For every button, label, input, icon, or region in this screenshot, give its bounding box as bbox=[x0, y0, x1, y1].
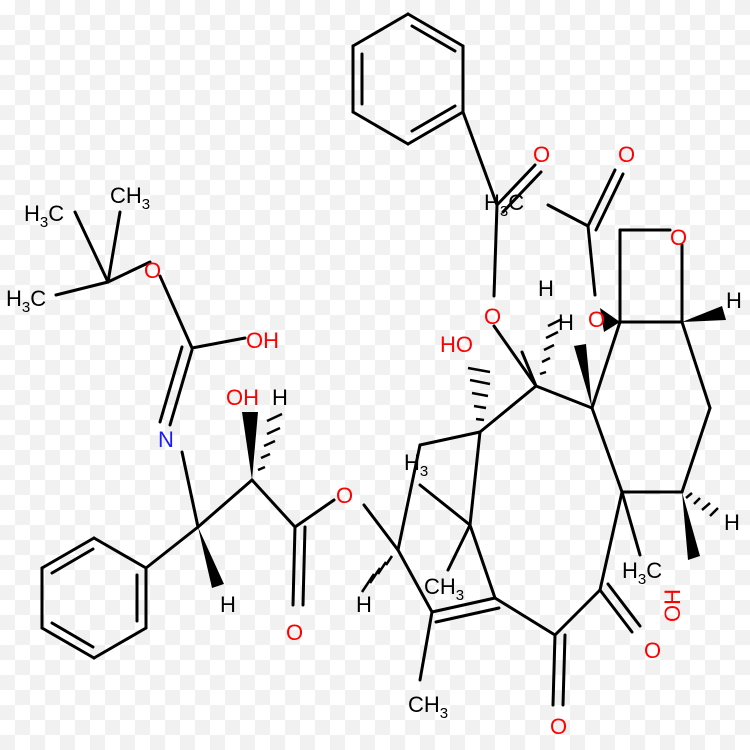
bond-acetate-co-b bbox=[594, 172, 625, 232]
label-o-ester-link: O bbox=[336, 483, 353, 508]
label-n: N bbox=[158, 427, 174, 452]
bond-c9-c8 bbox=[598, 490, 624, 592]
label-o-acetate-ester: O bbox=[588, 307, 605, 332]
label-o-oxetane: O bbox=[670, 225, 687, 250]
label-h-c7: H bbox=[724, 510, 740, 535]
stereo-hashes bbox=[257, 317, 719, 593]
phenyl-ring-top bbox=[351, 12, 465, 146]
label-o-benzoate-carbonyl: O bbox=[533, 142, 550, 167]
bond-o-carbonyl bbox=[293, 498, 336, 529]
bond-c12-c11-b bbox=[434, 606, 501, 624]
bond-c15-ch3b bbox=[446, 523, 472, 572]
bond-c13-c12 bbox=[396, 548, 434, 614]
stereo-wedges bbox=[198, 306, 726, 588]
label-h-c2a: H bbox=[538, 276, 554, 301]
bond-c2p-c1p bbox=[250, 478, 297, 529]
bond-c6-c7 bbox=[680, 406, 712, 494]
bond-c2-c1 bbox=[478, 384, 538, 434]
label-ch3-c18: CH3 bbox=[408, 692, 448, 722]
label-h-side-top: H bbox=[272, 385, 288, 410]
label-h-c2b: H bbox=[558, 310, 574, 335]
bond-o-tbu bbox=[106, 260, 152, 284]
bond-c12-c11-a bbox=[430, 596, 497, 614]
bond-phenyl-carbonyl bbox=[461, 110, 499, 207]
label-o-boc-ester: O bbox=[144, 258, 161, 283]
label-o-benzoate: O bbox=[484, 304, 501, 329]
label-h-side-bottom: H bbox=[220, 592, 236, 617]
bond-c11-c10 bbox=[493, 596, 557, 637]
bond-o-c2 bbox=[492, 324, 538, 388]
bond-c10-c9 bbox=[553, 588, 602, 637]
wedge-c4-o bbox=[600, 308, 620, 332]
label-h3c-a: H3C bbox=[24, 201, 64, 231]
label-oh-side: OH bbox=[226, 385, 259, 410]
bond-benzoate-co-b bbox=[501, 170, 543, 214]
label-o-c9: O bbox=[644, 638, 661, 663]
label-oh-c7: OH bbox=[660, 589, 685, 622]
wedge-c3p-h bbox=[198, 527, 224, 588]
wedge-c2p-oh bbox=[242, 412, 258, 480]
label-o-c10: O bbox=[550, 714, 567, 739]
bond-c1-c14 bbox=[418, 430, 482, 447]
bond-c-oh bbox=[190, 336, 247, 350]
bond-tbu-ch3c bbox=[106, 210, 122, 284]
bond-c10-o-b bbox=[561, 633, 567, 707]
phenyl-ring-bottom bbox=[40, 536, 148, 660]
bond-n-c-a bbox=[168, 348, 194, 427]
bond-n-c-b bbox=[158, 345, 184, 424]
bond-benzoate-o bbox=[492, 203, 499, 298]
bond-c9-o-b bbox=[606, 582, 642, 628]
bond-c-o bbox=[158, 274, 194, 350]
label-o-carbonyl-link: O bbox=[286, 620, 303, 645]
bond-tbu-ch3a bbox=[54, 280, 110, 297]
bond-c1-oh bbox=[520, 350, 538, 388]
bond-acetate-o bbox=[586, 224, 597, 297]
bond-co-b bbox=[301, 525, 307, 607]
label-h-c13: H bbox=[356, 592, 372, 617]
bond-benzoate-co-a bbox=[495, 163, 537, 207]
label-h3c-b: H3C bbox=[6, 286, 46, 316]
label-o-acetate-carbonyl: O bbox=[618, 142, 635, 167]
bond-c15-c11 bbox=[468, 523, 497, 600]
bond-acetate-ch3 bbox=[546, 203, 590, 228]
bond-c5-c6 bbox=[680, 320, 712, 410]
bond-c15-ch3a bbox=[418, 483, 472, 527]
label-oh-boc: OH bbox=[246, 328, 279, 353]
wedge-c7-oh bbox=[682, 492, 700, 560]
bond-c8-c3 bbox=[590, 406, 624, 494]
bond-c3p-phenyl bbox=[144, 525, 200, 570]
label-h3-c15: H3 bbox=[404, 450, 428, 480]
bond-tbu-ch3b bbox=[73, 210, 110, 284]
bond-co-a bbox=[291, 525, 297, 607]
label-ch3-top: CH3 bbox=[110, 183, 150, 213]
wedge-c3-h bbox=[574, 344, 592, 408]
bond-c1-c15 bbox=[468, 430, 482, 527]
bond-c14-c13 bbox=[396, 443, 422, 552]
bond-c8-ch3 bbox=[620, 490, 642, 557]
label-h-c5: H bbox=[726, 288, 742, 313]
bond-c3p-n bbox=[180, 450, 200, 529]
wedge-c5-h bbox=[682, 306, 726, 322]
bond-c2-c3 bbox=[534, 384, 594, 410]
bond-c9-o-a bbox=[598, 588, 634, 634]
bond-c3-c4 bbox=[590, 320, 622, 410]
label-h3c-c19: H3C bbox=[622, 558, 662, 588]
bond-lines bbox=[40, 12, 712, 707]
bond-c13-o bbox=[362, 503, 400, 552]
bond-c12-ch3 bbox=[418, 610, 434, 682]
atom-labels: H3C CH3 H3C O OH N OH H H O O H O H3C O … bbox=[6, 142, 742, 739]
bond-acetate-co-a bbox=[586, 168, 617, 228]
bond-c2p-c3p bbox=[196, 478, 254, 529]
label-ch3-c12: CH3 bbox=[424, 574, 464, 604]
label-ho-c1: HO bbox=[440, 332, 473, 357]
label-h3c-acetate: H3C bbox=[484, 190, 524, 220]
bond-c10-o-a bbox=[551, 633, 557, 707]
